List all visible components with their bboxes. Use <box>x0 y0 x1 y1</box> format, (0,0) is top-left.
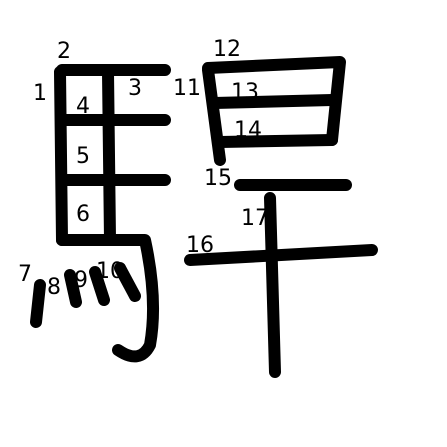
stroke-9 <box>89 266 110 306</box>
stroke-8 <box>64 269 82 308</box>
stroke-6 <box>56 234 160 363</box>
stroke-number-14: 14 <box>234 118 262 143</box>
stroke-7 <box>30 279 46 328</box>
stroke-12 <box>202 56 346 146</box>
stroke-number-6: 6 <box>76 202 90 227</box>
stroke-10 <box>114 262 141 302</box>
stroke-number-7: 7 <box>18 262 32 287</box>
stroke-14 <box>214 134 338 148</box>
stroke-number-2: 2 <box>57 39 71 64</box>
stroke-number-4: 4 <box>76 94 90 119</box>
stroke-number-15: 15 <box>204 166 232 191</box>
stroke-number-11: 11 <box>173 76 201 101</box>
stroke-number-5: 5 <box>76 144 90 169</box>
stroke-16 <box>184 244 378 266</box>
stroke-number-16: 16 <box>186 233 214 258</box>
stroke-number-13: 13 <box>231 80 259 105</box>
stroke-number-3: 3 <box>128 76 142 101</box>
stroke-1 <box>54 66 68 246</box>
stroke-number-8: 8 <box>47 275 61 300</box>
stroke-13 <box>208 94 338 109</box>
stroke-17 <box>264 192 281 378</box>
stroke-number-1: 1 <box>33 81 47 106</box>
stroke-number-17: 17 <box>241 206 269 231</box>
stroke-number-10: 10 <box>96 259 124 284</box>
stroke-number-12: 12 <box>213 37 241 62</box>
stroke-number-9: 9 <box>74 268 88 293</box>
stroke-3 <box>102 66 116 246</box>
